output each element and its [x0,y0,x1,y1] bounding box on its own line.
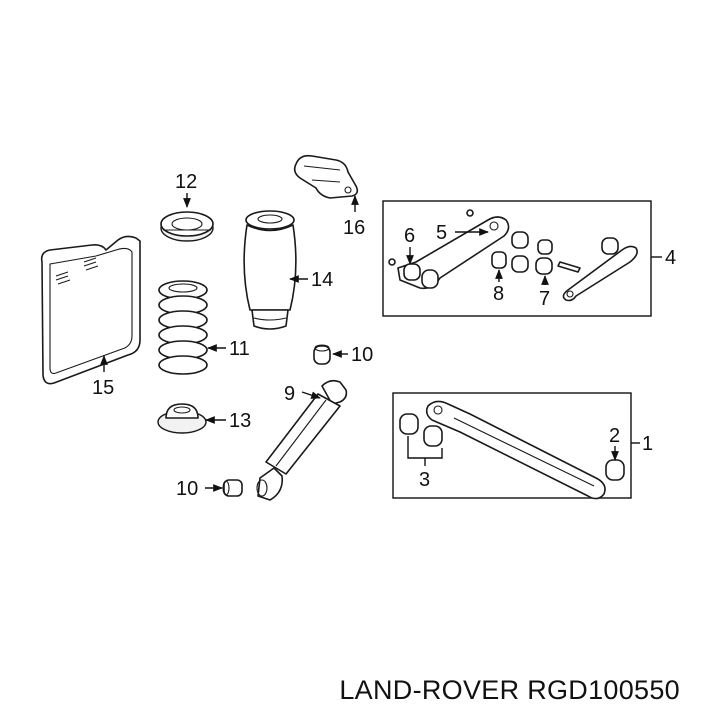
callout-11: 11 [229,338,250,360]
part-10-bushing-upper [313,344,331,365]
callout-5: 5 [436,222,447,244]
callout-2: 2 [609,425,620,447]
callout-15: 15 [92,377,114,399]
callout-labels: 1 2 3 4 5 6 7 8 9 10 10 11 12 13 14 15 1… [92,171,676,500]
callout-7: 7 [539,288,550,310]
small-fasteners [388,209,474,266]
callout-14: 14 [311,269,333,291]
part-13-lower-spring-seat [157,403,207,434]
part-8-bushing [491,251,507,269]
callout-10-upper: 10 [351,344,373,366]
lower-arm-assembly-box [392,392,632,499]
part-3-bushings [399,413,443,447]
callout-13: 13 [229,410,251,432]
part-10-bushing-lower [222,479,243,497]
part-12-upper-spring-seat [160,211,214,242]
part-11-coil-spring [158,280,208,375]
callout-1: 1 [642,433,653,455]
part-14-air-spring [243,210,297,330]
callout-8: 8 [493,283,504,305]
callout-6: 6 [404,225,415,247]
part-1-lower-arm [425,400,606,500]
callout-16: 16 [343,217,365,239]
part-15-shield [40,235,141,385]
callout-10-lower: 10 [176,478,198,500]
part-7-bushing [535,257,581,275]
callout-4: 4 [665,247,676,269]
leader-lines [100,193,662,492]
part-number-caption: LAND-ROVER RGD100550 [339,675,680,705]
part-6-bushing [403,263,421,281]
part-2-bushing [605,459,625,481]
callout-12: 12 [175,171,197,193]
bushing-stack [511,231,553,273]
upper-arm-assembly-box [382,200,652,317]
part-4-arm [562,237,638,302]
part-9-shock-absorber [256,379,348,501]
callout-9: 9 [284,383,295,405]
part-16-bracket [293,154,359,199]
callout-3: 3 [419,469,430,491]
